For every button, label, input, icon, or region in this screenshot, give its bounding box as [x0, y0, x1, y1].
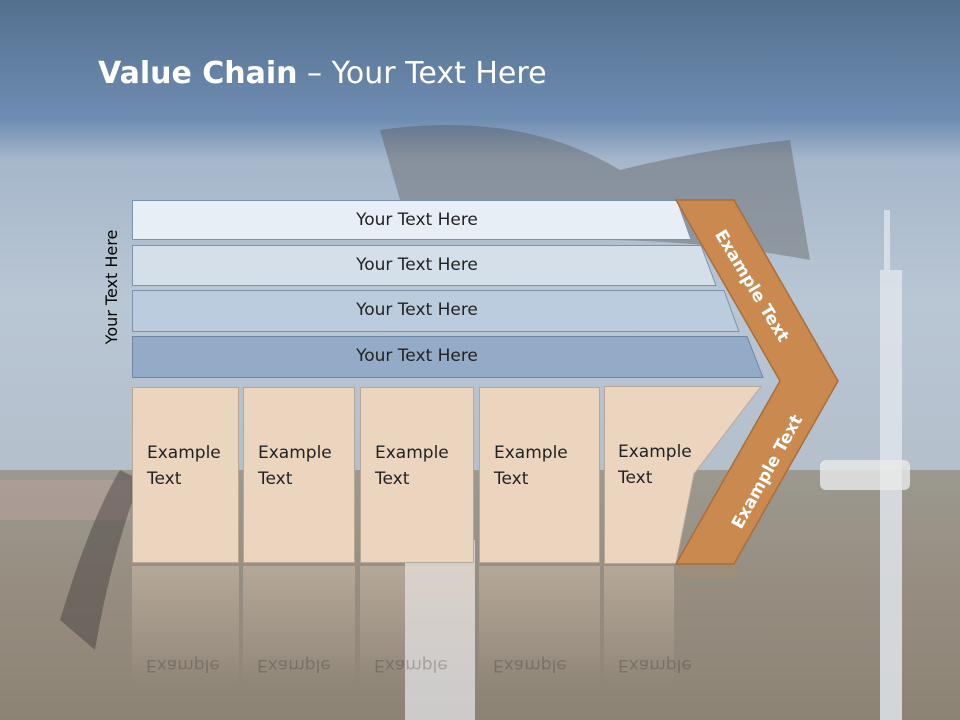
reflection-text: Example — [146, 655, 220, 675]
horse-leg — [60, 470, 140, 650]
box-line-2: Text — [375, 469, 410, 489]
support-row-1: Your Text Here — [132, 200, 702, 240]
jump-pole — [880, 270, 902, 720]
box-line-1: Example — [258, 443, 332, 463]
reflection: Example — [604, 566, 692, 686]
box-line-2: Text — [618, 468, 653, 488]
jump-pole-top — [884, 210, 890, 270]
page-title: Value Chain – Your Text Here — [98, 56, 547, 91]
reflection: Example — [243, 566, 355, 686]
primary-box-5 — [604, 386, 763, 564]
support-row-3: Your Text Here — [132, 290, 752, 332]
reflection-text: Example — [257, 655, 331, 675]
support-row-2: Your Text Here — [132, 245, 732, 286]
support-row-label: Your Text Here — [356, 255, 478, 275]
support-row-label: Your Text Here — [356, 210, 478, 230]
box-line-1: Example — [618, 442, 692, 462]
box-line-2: Text — [494, 469, 529, 489]
reflection-text: Example — [374, 655, 448, 675]
jump-standard — [405, 540, 475, 720]
reflection: Example — [479, 566, 600, 686]
reflection-text: Example — [618, 655, 692, 675]
support-row-4: Your Text Here — [132, 336, 772, 378]
reflection-text: Example — [493, 655, 567, 675]
title-rest: – Your Text Here — [297, 56, 547, 91]
box-line-2: Text — [258, 469, 293, 489]
box-line-1: Example — [147, 443, 221, 463]
box-line-1: Example — [375, 443, 449, 463]
reflection: Example — [360, 566, 474, 686]
margin-chevron — [674, 199, 839, 578]
reflection: Example — [132, 566, 239, 686]
side-label: Your Text Here — [102, 229, 121, 345]
title-bold: Value Chain — [98, 56, 298, 91]
box-line-2: Text — [147, 469, 182, 489]
box-line-1: Example — [494, 443, 568, 463]
fence-left — [0, 480, 130, 520]
support-row-label: Your Text Here — [356, 300, 478, 320]
support-row-label: Your Text Here — [356, 346, 478, 366]
jump-rail — [820, 460, 910, 490]
